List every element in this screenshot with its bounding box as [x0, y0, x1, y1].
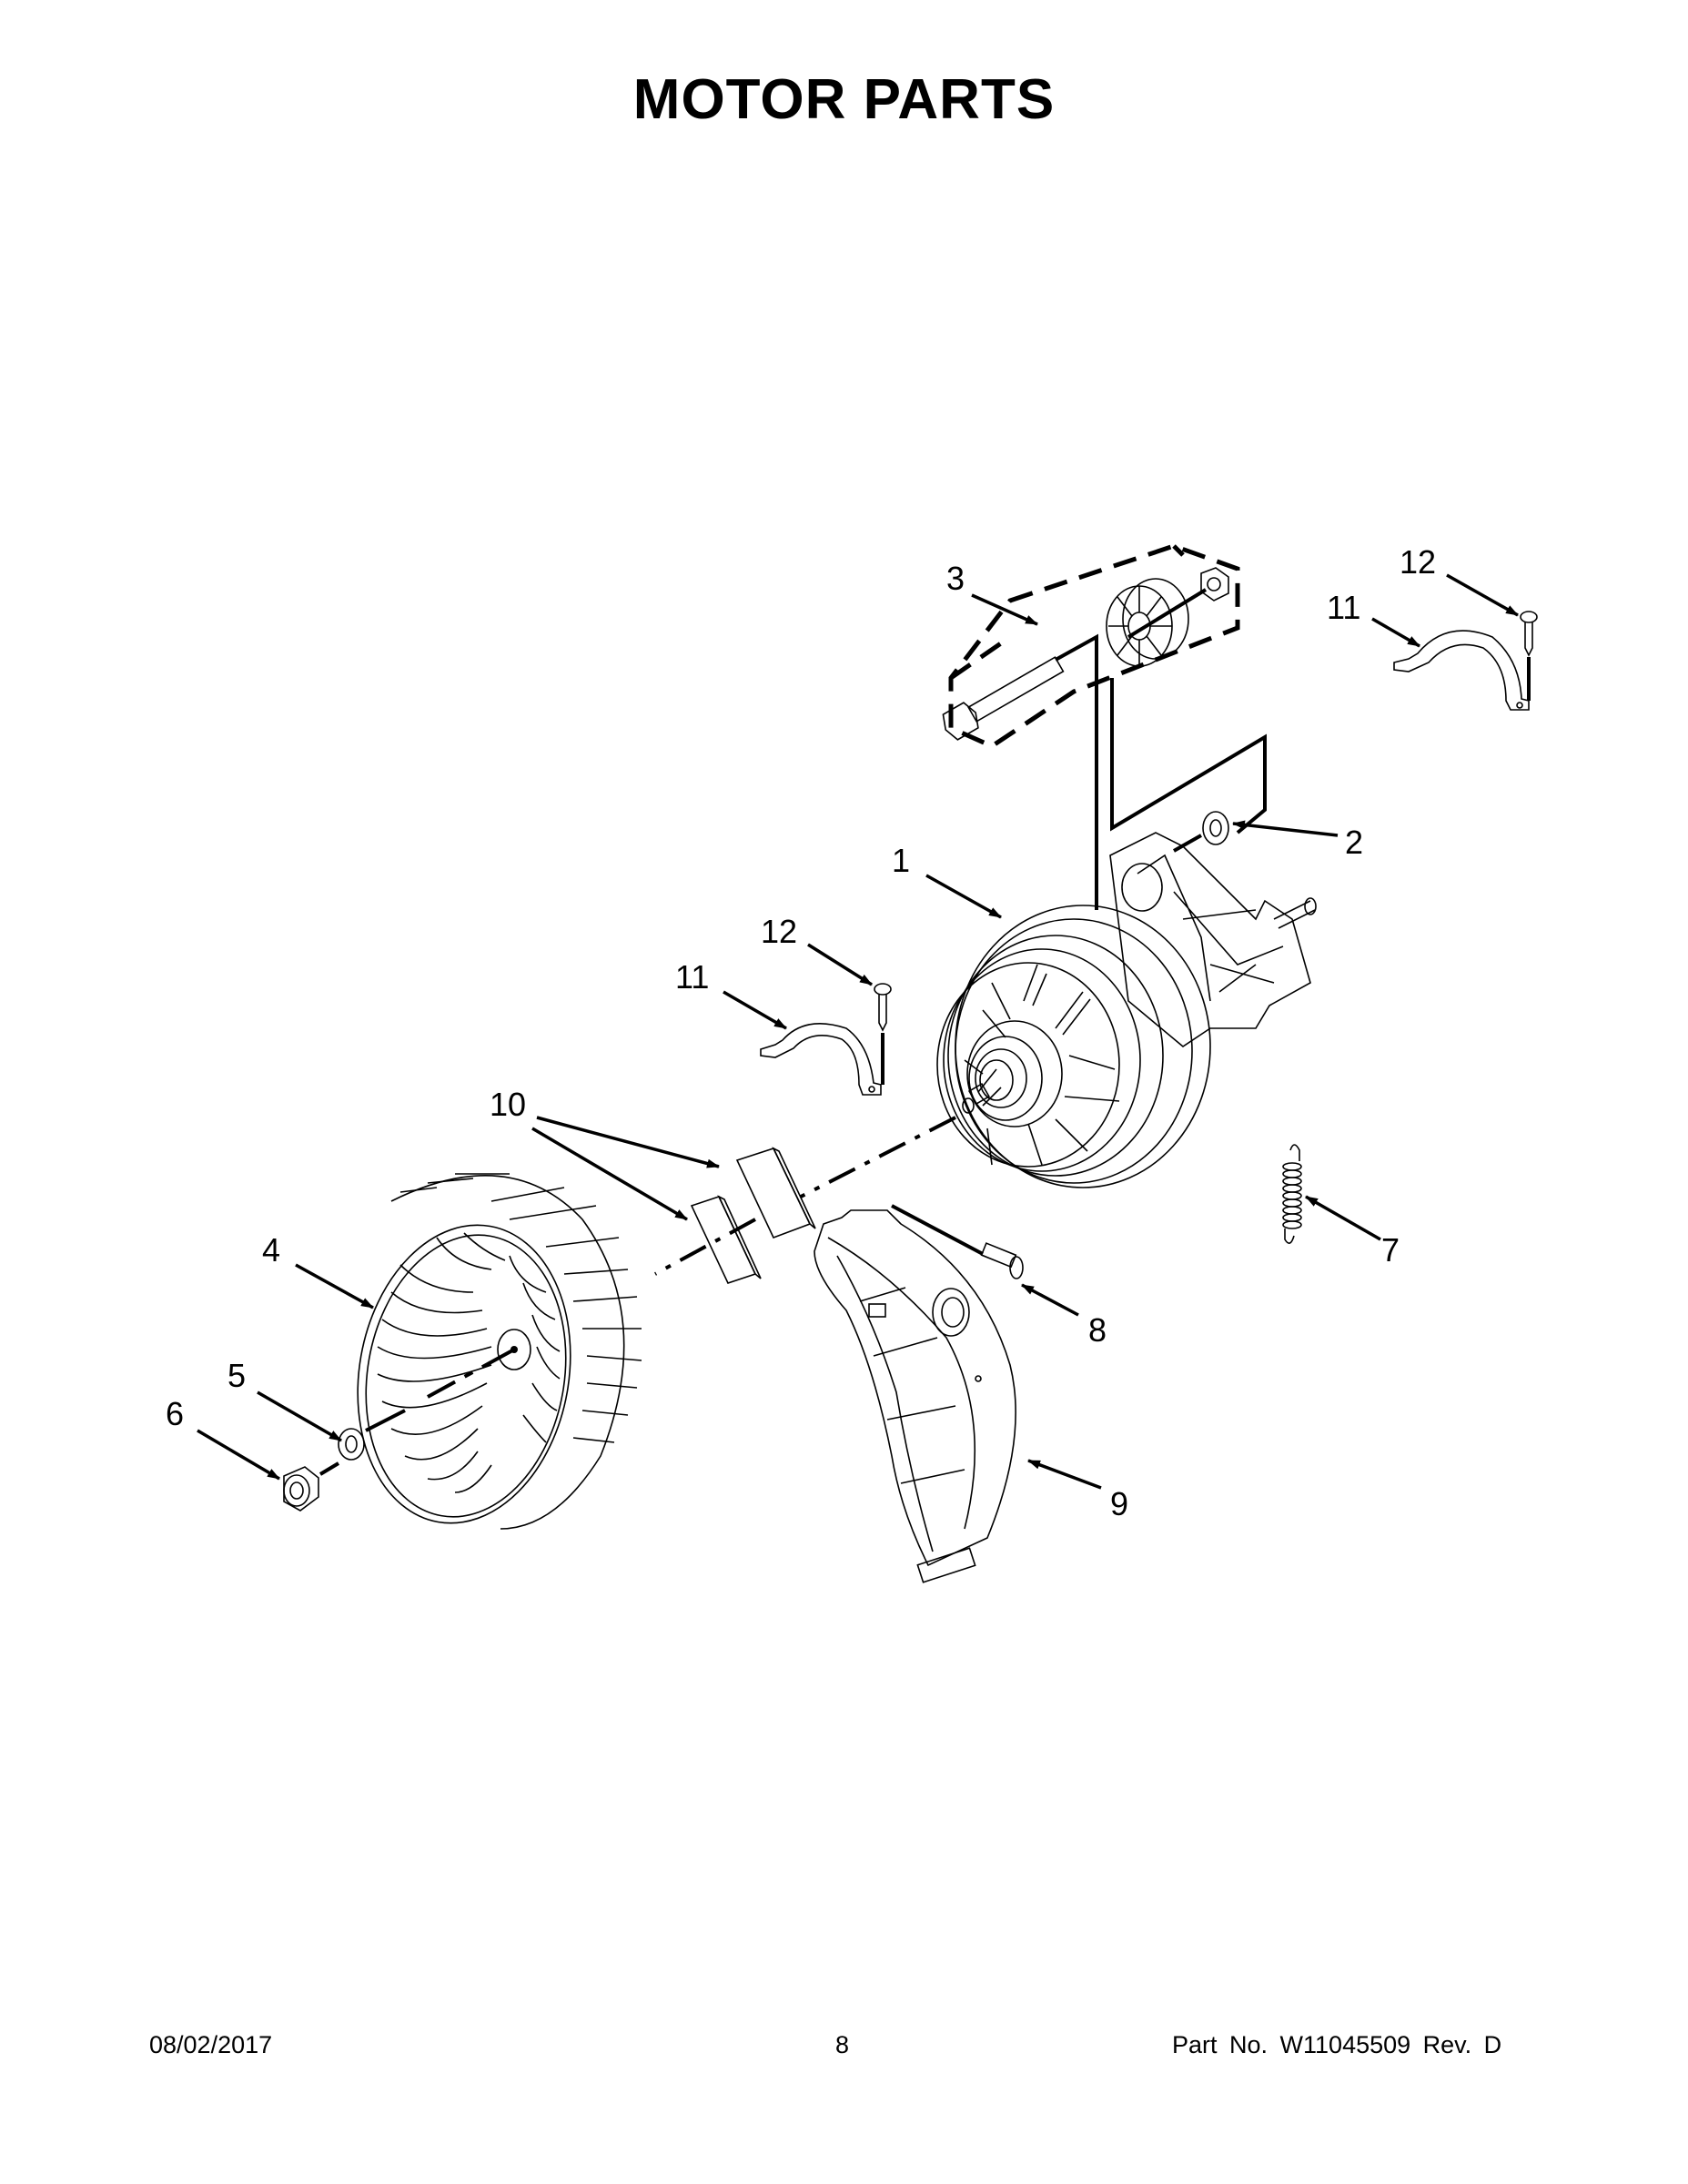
callout-11-right: 11: [1327, 589, 1360, 626]
callout-10: 10: [490, 1086, 526, 1123]
callout-1: 1: [892, 842, 910, 879]
callout-9: 9: [1110, 1485, 1128, 1522]
callout-arrows: [197, 573, 1519, 1490]
callout-12-left: 12: [761, 913, 797, 950]
callout-3: 3: [946, 560, 965, 597]
footer-date: 08/02/2017: [149, 2031, 273, 2058]
motor-icon: [936, 832, 1317, 1188]
callout-5: 5: [227, 1357, 246, 1394]
idler-spring-icon: [1282, 1144, 1302, 1244]
pads-icon: [690, 1147, 816, 1284]
screw-icon: [891, 1204, 1024, 1279]
nut-icon: [283, 1466, 319, 1512]
idler-pulley-kit-icon: [942, 543, 1240, 749]
callout-6: 6: [166, 1395, 184, 1432]
callout-7: 7: [1381, 1231, 1400, 1269]
blower-housing-icon: [814, 1209, 1016, 1583]
motor-clamp-left-icon: [760, 1022, 882, 1096]
callout-8: 8: [1088, 1311, 1107, 1349]
page-title: MOTOR PARTS: [632, 68, 1056, 131]
lock-washer-icon: [318, 1428, 365, 1476]
blower-wheel-icon: [357, 1173, 642, 1530]
callout-4: 4: [262, 1231, 280, 1269]
clamp-screw-left-icon: [874, 983, 892, 1085]
clamp-screw-right-icon: [1520, 611, 1538, 701]
footer-page-number: 8: [835, 2031, 850, 2058]
callout-12-right: 12: [1400, 543, 1436, 581]
callout-11-left: 11: [675, 958, 709, 996]
footer-part-number: Part No. W11045509 Rev. D: [1172, 2031, 1502, 2058]
callout-2: 2: [1345, 824, 1363, 861]
washer-icon: [1173, 811, 1229, 853]
motor-clamp-right-icon: [1393, 630, 1530, 711]
